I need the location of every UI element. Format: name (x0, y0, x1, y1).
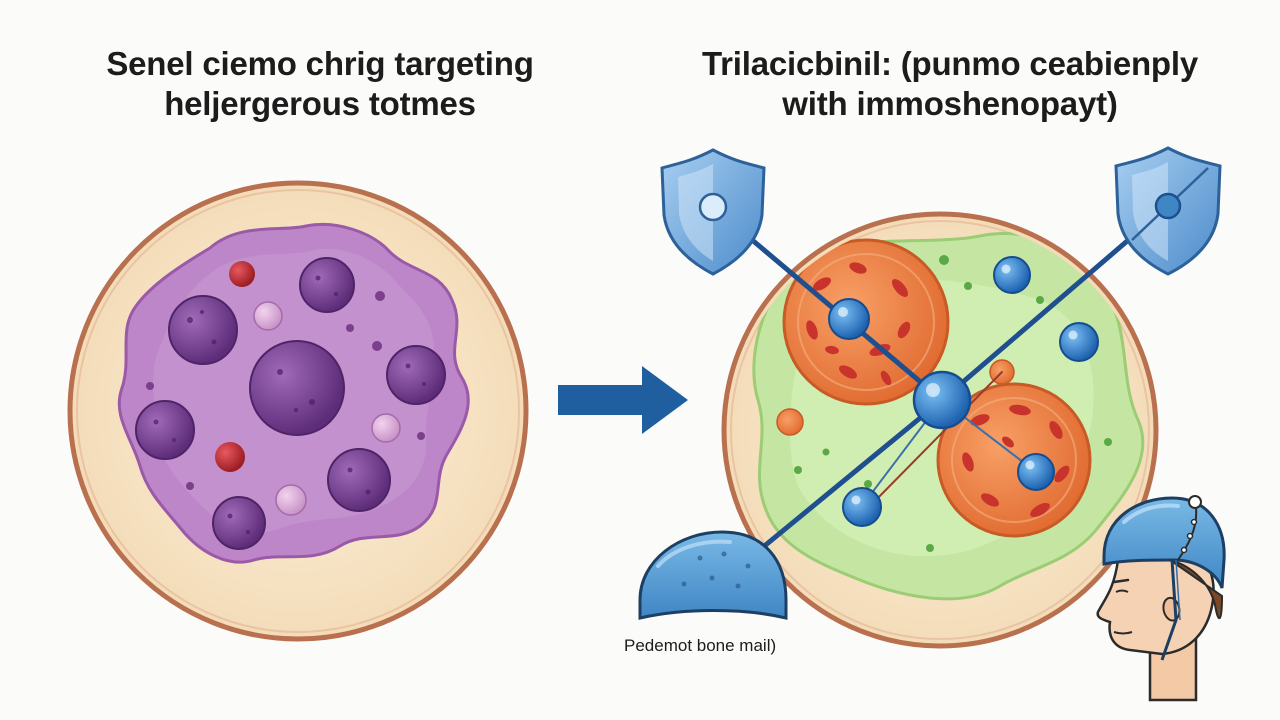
shield-icon (1114, 146, 1222, 276)
helmet-icon (638, 530, 788, 620)
tumor-particles (146, 261, 425, 516)
tumor-cell-lower (936, 382, 1092, 538)
right-panel-heading: Trilacicbinil: (punmo ceabienply with im… (650, 44, 1250, 124)
right-heading-line1: Trilacicbinil: (punmo ceabienply (701, 45, 1199, 82)
right-heading-line2: with immoshenopayt) (782, 85, 1118, 122)
tumor-nuclei (135, 257, 446, 550)
shield-icon (660, 148, 766, 276)
bone-marrow-caption: Pedemot bone mail) (624, 636, 777, 655)
immune-particles (828, 256, 1099, 527)
patient-head (1096, 495, 1226, 702)
left-panel-heading: Senel ciemo chrig targeting heljergerous… (40, 44, 600, 124)
left-heading-line1: Senel ciemo chrig targeting (106, 45, 534, 82)
left-heading-line2: heljergerous totmes (164, 85, 476, 122)
right-arrow-icon (558, 366, 688, 434)
